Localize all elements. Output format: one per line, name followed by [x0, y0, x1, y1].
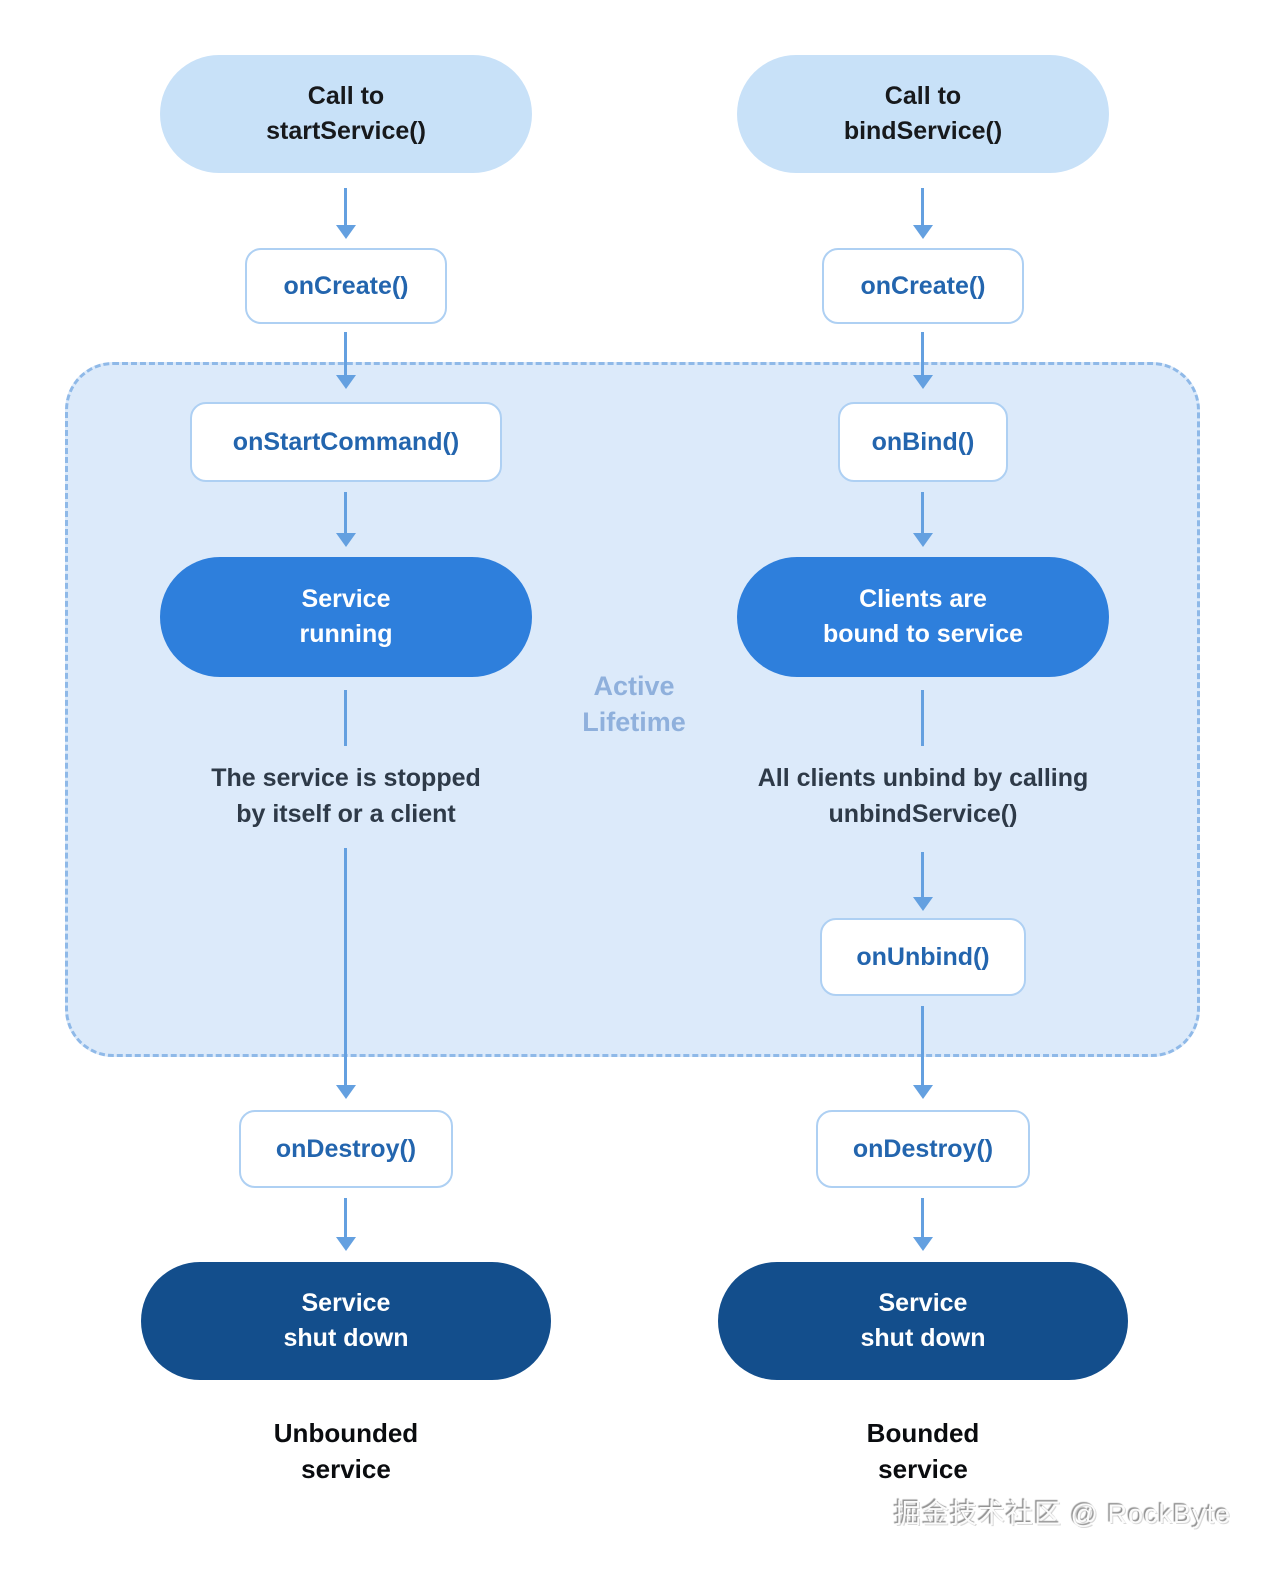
arrow-onbind-to-bound	[921, 492, 924, 534]
node-oncreate-right: onCreate()	[822, 248, 1024, 324]
node-call-start-service: Call to startService()	[160, 55, 532, 173]
node-call-bind-service: Call to bindService()	[737, 55, 1109, 173]
watermark-text: 掘金技术社区 @ RockByte	[894, 1499, 1231, 1529]
arrow-stop-text-to-ondestroy-left	[344, 848, 347, 1086]
note-clients-unbind: All clients unbind by calling unbindServ…	[757, 764, 1089, 829]
arrow-onunbind-to-ondestroy-right	[921, 1006, 924, 1086]
node-ondestroy-right: onDestroy()	[816, 1110, 1030, 1188]
label-bounded-service: Bounded service	[866, 1418, 980, 1485]
line-bound-to-unbind-text	[921, 690, 924, 746]
node-clients-bound: Clients are bound to service	[737, 557, 1109, 677]
arrow-unbind-text-to-onunbind	[921, 852, 924, 898]
line-running-to-stop-text	[344, 690, 347, 746]
node-shutdown-left: Service shut down	[141, 1262, 551, 1380]
active-lifetime-label: Active Lifetime	[582, 671, 686, 738]
node-onstartcommand: onStartCommand()	[190, 402, 502, 482]
arrow-oncreate-to-onbind	[921, 332, 924, 376]
node-shutdown-right: Service shut down	[718, 1262, 1128, 1380]
node-onbind: onBind()	[838, 402, 1008, 482]
node-onunbind: onUnbind()	[820, 918, 1026, 996]
node-oncreate-left: onCreate()	[245, 248, 447, 324]
label-unbounded-service: Unbounded service	[273, 1418, 419, 1485]
arrow-onstartcommand-to-running	[344, 492, 347, 534]
node-service-running: Service running	[160, 557, 532, 677]
arrow-oncreate-to-onstartcommand	[344, 332, 347, 376]
arrow-ondestroy-to-shutdown-left	[344, 1198, 347, 1238]
node-ondestroy-left: onDestroy()	[239, 1110, 453, 1188]
arrow-bindservice-to-oncreate	[921, 188, 924, 226]
arrow-startservice-to-oncreate	[344, 188, 347, 226]
note-service-stopped: The service is stopped by itself or a cl…	[211, 764, 481, 829]
arrow-ondestroy-to-shutdown-right	[921, 1198, 924, 1238]
